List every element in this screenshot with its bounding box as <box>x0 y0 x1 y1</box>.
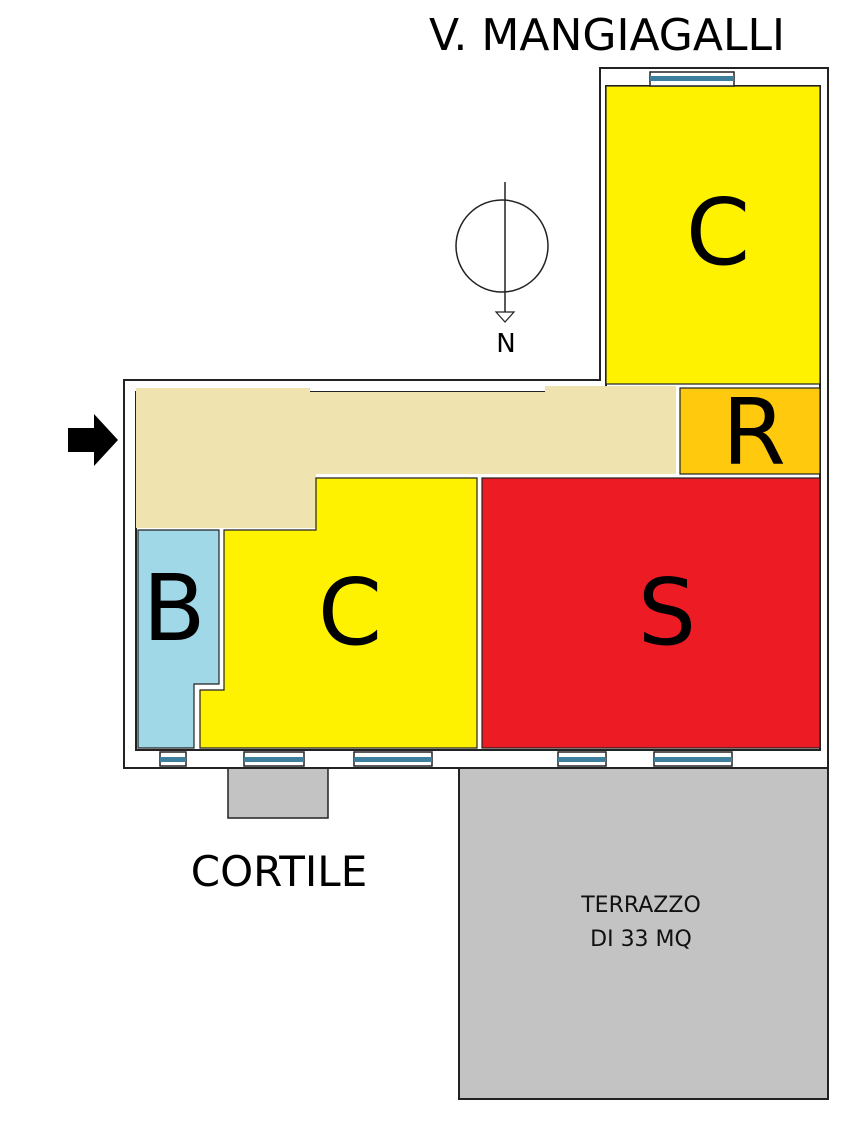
room-camera-bottom <box>199 477 478 749</box>
courtyard-block <box>227 767 329 819</box>
window-bagno-bar <box>160 757 186 762</box>
terrace-label-line1: TERRAZZO <box>580 893 701 918</box>
street-label: V. MANGIAGALLI <box>429 10 785 61</box>
room-bagno <box>137 529 220 749</box>
north-label: N <box>496 329 515 359</box>
terrace-area <box>458 767 829 1100</box>
room-camera-top-label: C <box>686 179 750 286</box>
window-soggiorno-1-bar <box>558 757 606 762</box>
window-camera-2-bar <box>354 757 432 762</box>
courtyard-label: CORTILE <box>191 847 368 896</box>
room-ripostiglio <box>679 387 821 475</box>
room-camera-bottom-label: C <box>318 559 382 666</box>
room-soggiorno <box>481 477 821 749</box>
room-corridor <box>136 386 676 528</box>
room-camera-top <box>605 85 821 385</box>
entrance-arrow-icon <box>68 414 118 466</box>
room-bagno-label: B <box>142 555 205 662</box>
window-camera-1-bar <box>244 757 304 762</box>
outer-wall <box>123 67 829 769</box>
room-ripostiglio-label: R <box>722 379 786 486</box>
north-compass-icon <box>455 182 549 323</box>
window-soggiorno-2-bar <box>654 757 732 762</box>
window-top-bar <box>650 76 734 81</box>
terrace-label-line2: DI 33 MQ <box>590 927 692 952</box>
room-soggiorno-label: S <box>638 559 696 666</box>
